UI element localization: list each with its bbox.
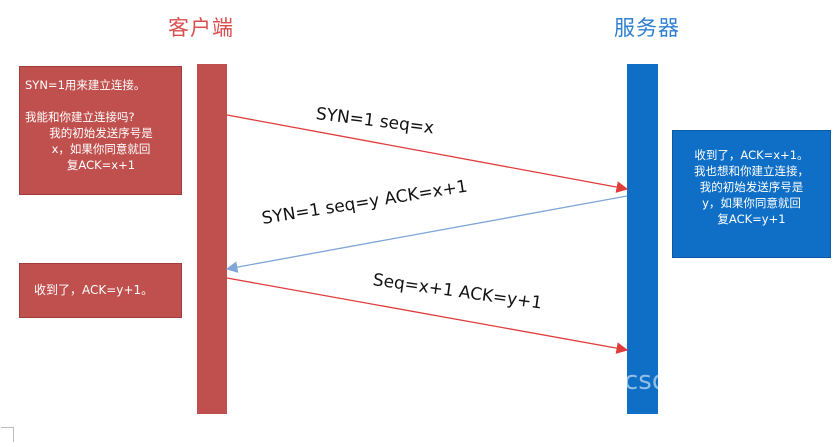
server-lifeline bbox=[627, 64, 658, 414]
arrow-syn-ack bbox=[225, 195, 628, 273]
note-line: 复ACK=y+1 bbox=[717, 212, 786, 226]
note-line: 我的初始发送序号是 bbox=[49, 126, 153, 140]
note-line: SYN=1用来建立连接。 bbox=[25, 78, 146, 92]
note-line: 收到了，ACK=x+1。 bbox=[694, 148, 809, 162]
note-line: 我能和你建立连接吗? bbox=[25, 110, 135, 124]
client-lifeline bbox=[197, 64, 227, 414]
corner-mark bbox=[1, 427, 14, 442]
note-line: 收到了，ACK=y+1。 bbox=[34, 283, 154, 297]
note-line: y，如果你同意就回 bbox=[702, 196, 801, 210]
client-note-syn: SYN=1用来建立连接。 我能和你建立连接吗? 我的初始发送序号是 x，如果你同… bbox=[19, 66, 182, 195]
client-title: 客户端 bbox=[168, 16, 234, 40]
note-line: 我也想和你建立连接， bbox=[694, 164, 809, 178]
note-line: 复ACK=x+1 bbox=[66, 158, 136, 172]
server-title: 服务器 bbox=[614, 16, 680, 40]
client-note-ack: 收到了，ACK=y+1。 bbox=[19, 263, 182, 318]
server-note-syn-ack: 收到了，ACK=x+1。 我也想和你建立连接， 我的初始发送序号是 y，如果你同… bbox=[672, 130, 831, 258]
watermark-text: csdn bbox=[624, 366, 658, 396]
arrow-syn bbox=[226, 114, 629, 193]
note-line: 我的初始发送序号是 bbox=[699, 180, 804, 194]
note-line: x，如果你同意就回 bbox=[51, 142, 151, 156]
arrow-ack bbox=[226, 277, 629, 354]
